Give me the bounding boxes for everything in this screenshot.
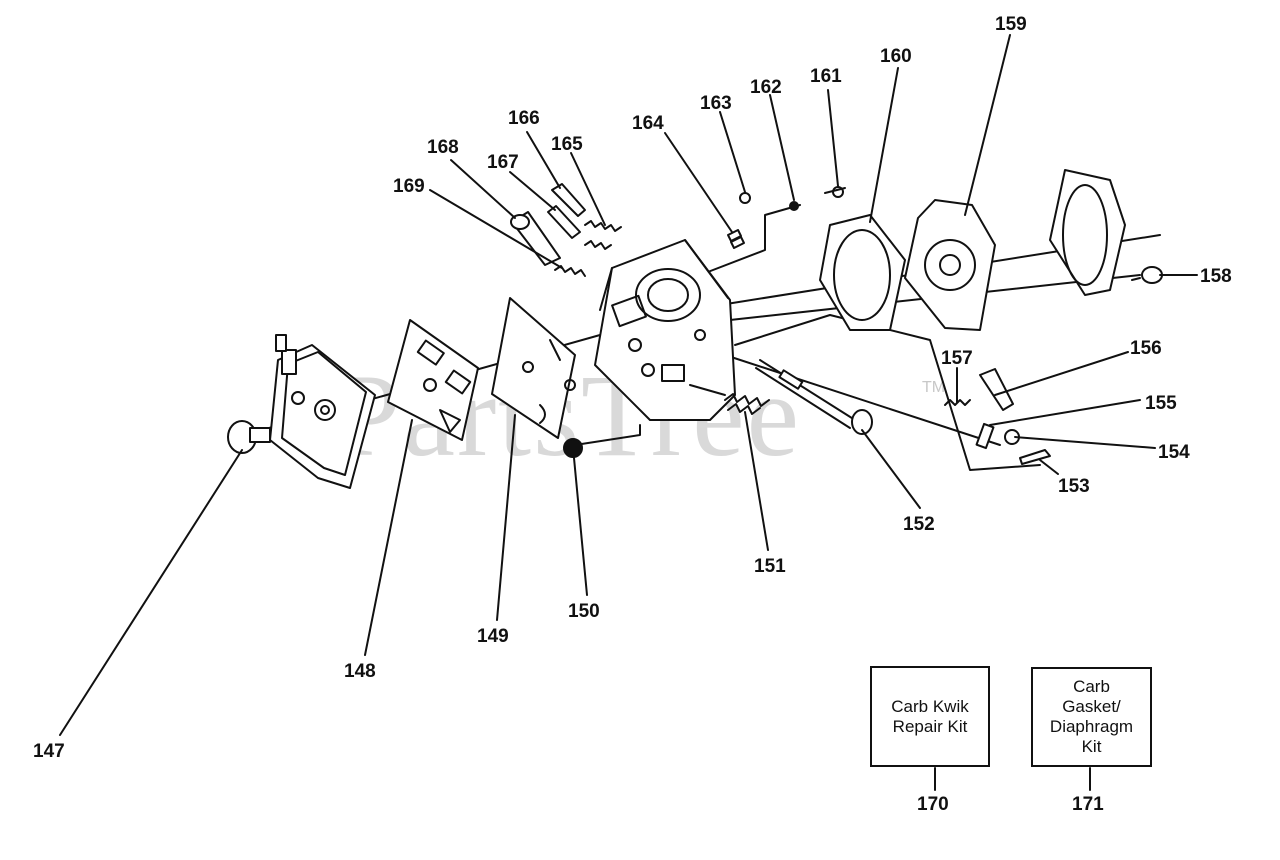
part-label-162[interactable]: 162	[750, 77, 782, 98]
part-label-157[interactable]: 157	[941, 348, 973, 369]
leader-149	[496, 414, 516, 621]
part-label-152[interactable]: 152	[903, 514, 935, 535]
kit-number-170[interactable]: 170	[917, 794, 949, 815]
leader-163	[719, 111, 746, 193]
leader-164	[664, 132, 733, 233]
kit-box-170[interactable]: Carb Kwik Repair Kit	[870, 666, 990, 767]
leader-160	[869, 67, 899, 223]
part-label-163[interactable]: 163	[700, 93, 732, 114]
part-label-158[interactable]: 158	[1200, 266, 1232, 287]
part-label-168[interactable]: 168	[427, 137, 459, 158]
rear-cover	[1049, 169, 1126, 296]
part-label-165[interactable]: 165	[551, 134, 583, 155]
part-label-166[interactable]: 166	[508, 108, 540, 129]
shaft-152	[755, 359, 873, 435]
spring-151	[724, 393, 770, 415]
leader-165	[570, 152, 606, 226]
plug-150	[563, 438, 583, 458]
part-label-169[interactable]: 169	[393, 176, 425, 197]
part-label-153[interactable]: 153	[1058, 476, 1090, 497]
leader-169	[429, 189, 563, 269]
part-label-151[interactable]: 151	[754, 556, 786, 577]
part-label-156[interactable]: 156	[1130, 338, 1162, 359]
part-label-167[interactable]: 167	[487, 152, 519, 173]
needle-168	[510, 211, 561, 266]
axis-linkage	[734, 314, 1041, 471]
leader-152	[861, 429, 921, 509]
leader-162	[769, 94, 795, 201]
ball-163	[739, 192, 751, 204]
leader-156	[994, 351, 1129, 396]
leader-154	[1014, 436, 1156, 449]
ring-161	[832, 186, 844, 198]
leader-159	[964, 34, 1011, 216]
lever-153	[1019, 449, 1051, 465]
leader-147	[59, 449, 243, 736]
part-label-160[interactable]: 160	[880, 46, 912, 67]
leader-148	[364, 419, 413, 656]
ball-162	[789, 201, 799, 211]
gasket-148	[387, 319, 479, 441]
kit-number-171[interactable]: 171	[1072, 794, 1104, 815]
part-label-155[interactable]: 155	[1145, 393, 1177, 414]
part-label-164[interactable]: 164	[632, 113, 664, 134]
leader-168	[450, 159, 516, 219]
diaphragm-159	[904, 199, 996, 331]
arm-156	[979, 368, 1014, 411]
cover-147	[227, 334, 376, 489]
axis-150	[574, 424, 641, 446]
part-label-148[interactable]: 148	[344, 661, 376, 682]
pin-155	[975, 422, 995, 450]
leader-150	[573, 457, 588, 596]
leader-166	[526, 131, 561, 189]
gasket-160	[819, 214, 906, 331]
spring-169	[554, 265, 586, 277]
part-label-147[interactable]: 147	[33, 741, 65, 762]
axis-linkage-2	[724, 354, 1001, 446]
part-label-161[interactable]: 161	[810, 66, 842, 87]
carburetor-body	[594, 239, 736, 421]
leader-167	[509, 171, 556, 211]
spring-165	[584, 220, 622, 250]
part-label-154[interactable]: 154	[1158, 442, 1190, 463]
kit-box-171[interactable]: Carb Gasket/ Diaphragm Kit	[1031, 667, 1152, 767]
leader-161	[827, 89, 839, 187]
axis-162	[699, 204, 801, 276]
part-label-159[interactable]: 159	[995, 14, 1027, 35]
leader-155	[989, 399, 1141, 426]
plate-149	[491, 297, 576, 439]
part-label-150[interactable]: 150	[568, 601, 600, 622]
leader-153	[1039, 459, 1059, 475]
spring-164	[727, 229, 745, 249]
fitting-158	[1131, 266, 1163, 284]
part-label-149[interactable]: 149	[477, 626, 509, 647]
leader-151	[744, 411, 769, 551]
watermark-tm: TM	[922, 379, 945, 396]
